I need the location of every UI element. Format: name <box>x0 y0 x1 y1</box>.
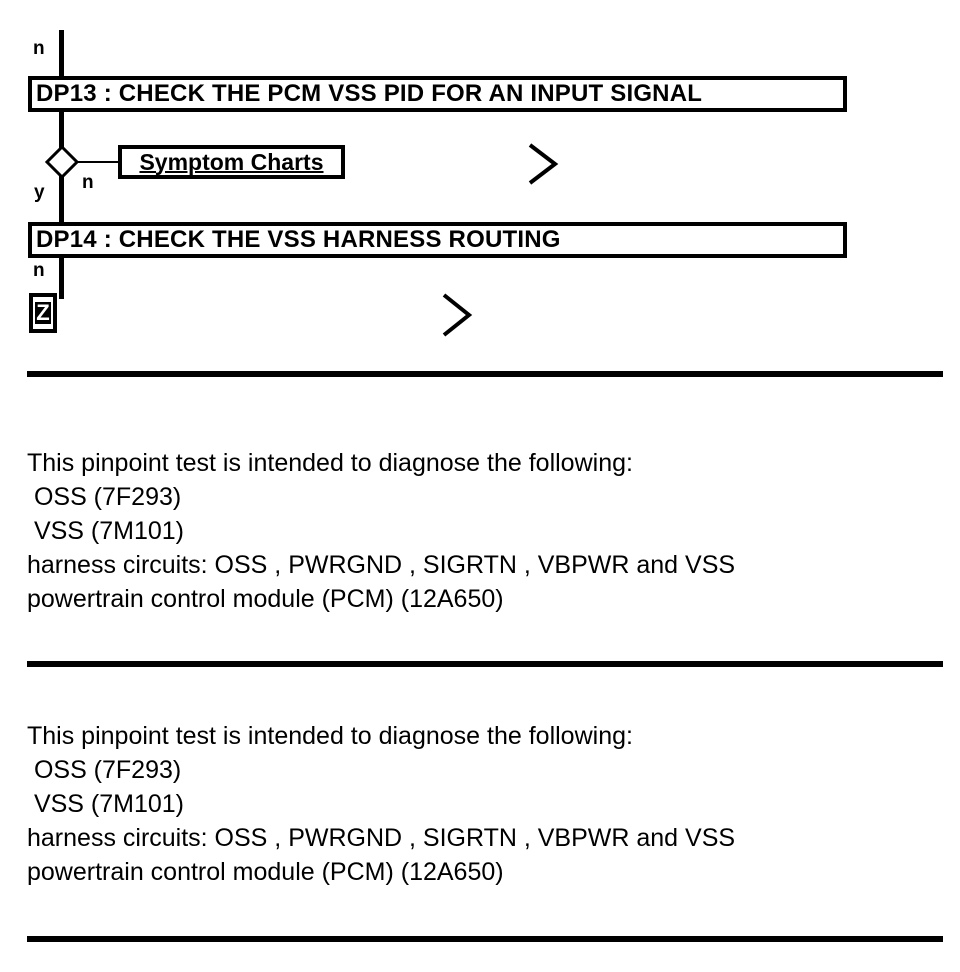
connector-dp13-to-decision <box>59 112 64 148</box>
description-line: harness circuits: OSS , PWRGND , SIGRTN … <box>27 824 736 852</box>
tag-box-z-label: Z <box>35 300 51 325</box>
step-box-dp13[interactable]: DP13 : CHECK THE PCM VSS PID FOR AN INPU… <box>28 76 847 112</box>
chevron-right-icon-2 <box>440 292 474 343</box>
description-line: VSS (7M101) <box>27 790 185 818</box>
edge-label-entry-n: n <box>33 38 45 59</box>
description-line: OSS (7F293) <box>27 756 182 784</box>
diamond-shape-icon <box>44 144 80 180</box>
horizontal-rule-top <box>27 371 943 377</box>
edge-label-exit-n: n <box>33 260 45 281</box>
step-box-dp13-label: DP13 : CHECK THE PCM VSS PID FOR AN INPU… <box>36 80 703 107</box>
description-line: This pinpoint test is intended to diagno… <box>27 722 633 750</box>
connector-dp14-to-tag <box>59 258 64 299</box>
connector-entry-to-dp13 <box>59 30 64 78</box>
step-box-dp14-label: DP14 : CHECK THE VSS HARNESS ROUTING <box>36 226 561 253</box>
description-line: harness circuits: OSS , PWRGND , SIGRTN … <box>27 551 736 579</box>
pinpoint-test-description-1: This pinpoint test is intended to diagno… <box>27 446 927 616</box>
description-line: This pinpoint test is intended to diagno… <box>27 449 633 477</box>
description-line: OSS (7F293) <box>27 483 182 511</box>
connector-decision-to-symptom-charts <box>76 161 122 163</box>
chevron-right-glyph <box>442 293 473 337</box>
edge-label-decision-n: n <box>82 172 94 193</box>
edge-label-decision-y: y <box>34 182 45 203</box>
decision-diamond[interactable] <box>44 144 80 180</box>
description-line: powertrain control module (PCM) (12A650) <box>27 585 504 613</box>
description-line: VSS (7M101) <box>27 517 185 545</box>
pinpoint-test-description-2: This pinpoint test is intended to diagno… <box>27 719 927 889</box>
description-line: powertrain control module (PCM) (12A650) <box>27 858 504 886</box>
horizontal-rule-bottom <box>27 936 943 942</box>
connector-decision-to-dp14 <box>59 176 64 222</box>
link-box-symptom-charts[interactable]: Symptom Charts <box>118 145 345 179</box>
flowchart-diagram: n DP13 : CHECK THE PCM VSS PID FOR AN IN… <box>0 0 960 360</box>
link-box-symptom-charts-label: Symptom Charts <box>139 148 324 175</box>
tag-box-z[interactable]: Z <box>29 293 57 333</box>
chevron-right-icon-1 <box>526 142 560 191</box>
chevron-right-glyph <box>528 143 559 185</box>
horizontal-rule-middle <box>27 661 943 667</box>
step-box-dp14[interactable]: DP14 : CHECK THE VSS HARNESS ROUTING <box>28 222 847 258</box>
